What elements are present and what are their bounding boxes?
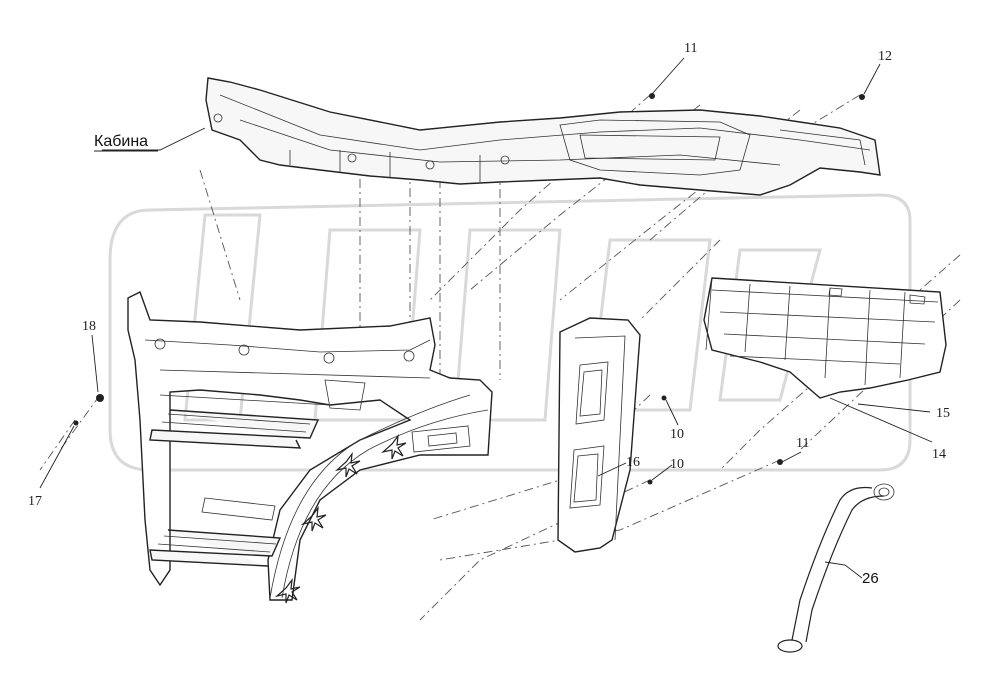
callout-15: 15 (936, 406, 950, 421)
side-vertical-panel (557, 317, 641, 553)
step-panel (127, 291, 493, 604)
curved-tube (777, 483, 895, 653)
fasteners (73, 93, 865, 485)
callout-10-a: 10 (670, 427, 684, 442)
cabin-label: Кабина (94, 133, 148, 150)
leader-lines (39, 57, 933, 579)
callout-11-top: 11 (684, 41, 697, 56)
callout-12: 12 (878, 49, 892, 64)
cabin-floor-part (205, 77, 881, 196)
callout-18: 18 (82, 319, 96, 334)
callout-10-b: 10 (670, 457, 684, 472)
callout-17: 17 (28, 494, 42, 509)
grille-panel (703, 277, 947, 399)
callout-14: 14 (932, 447, 946, 462)
callout-11-right: 11 (796, 436, 809, 451)
callout-16: 16 (626, 455, 640, 470)
callout-26: 26 (862, 570, 879, 587)
